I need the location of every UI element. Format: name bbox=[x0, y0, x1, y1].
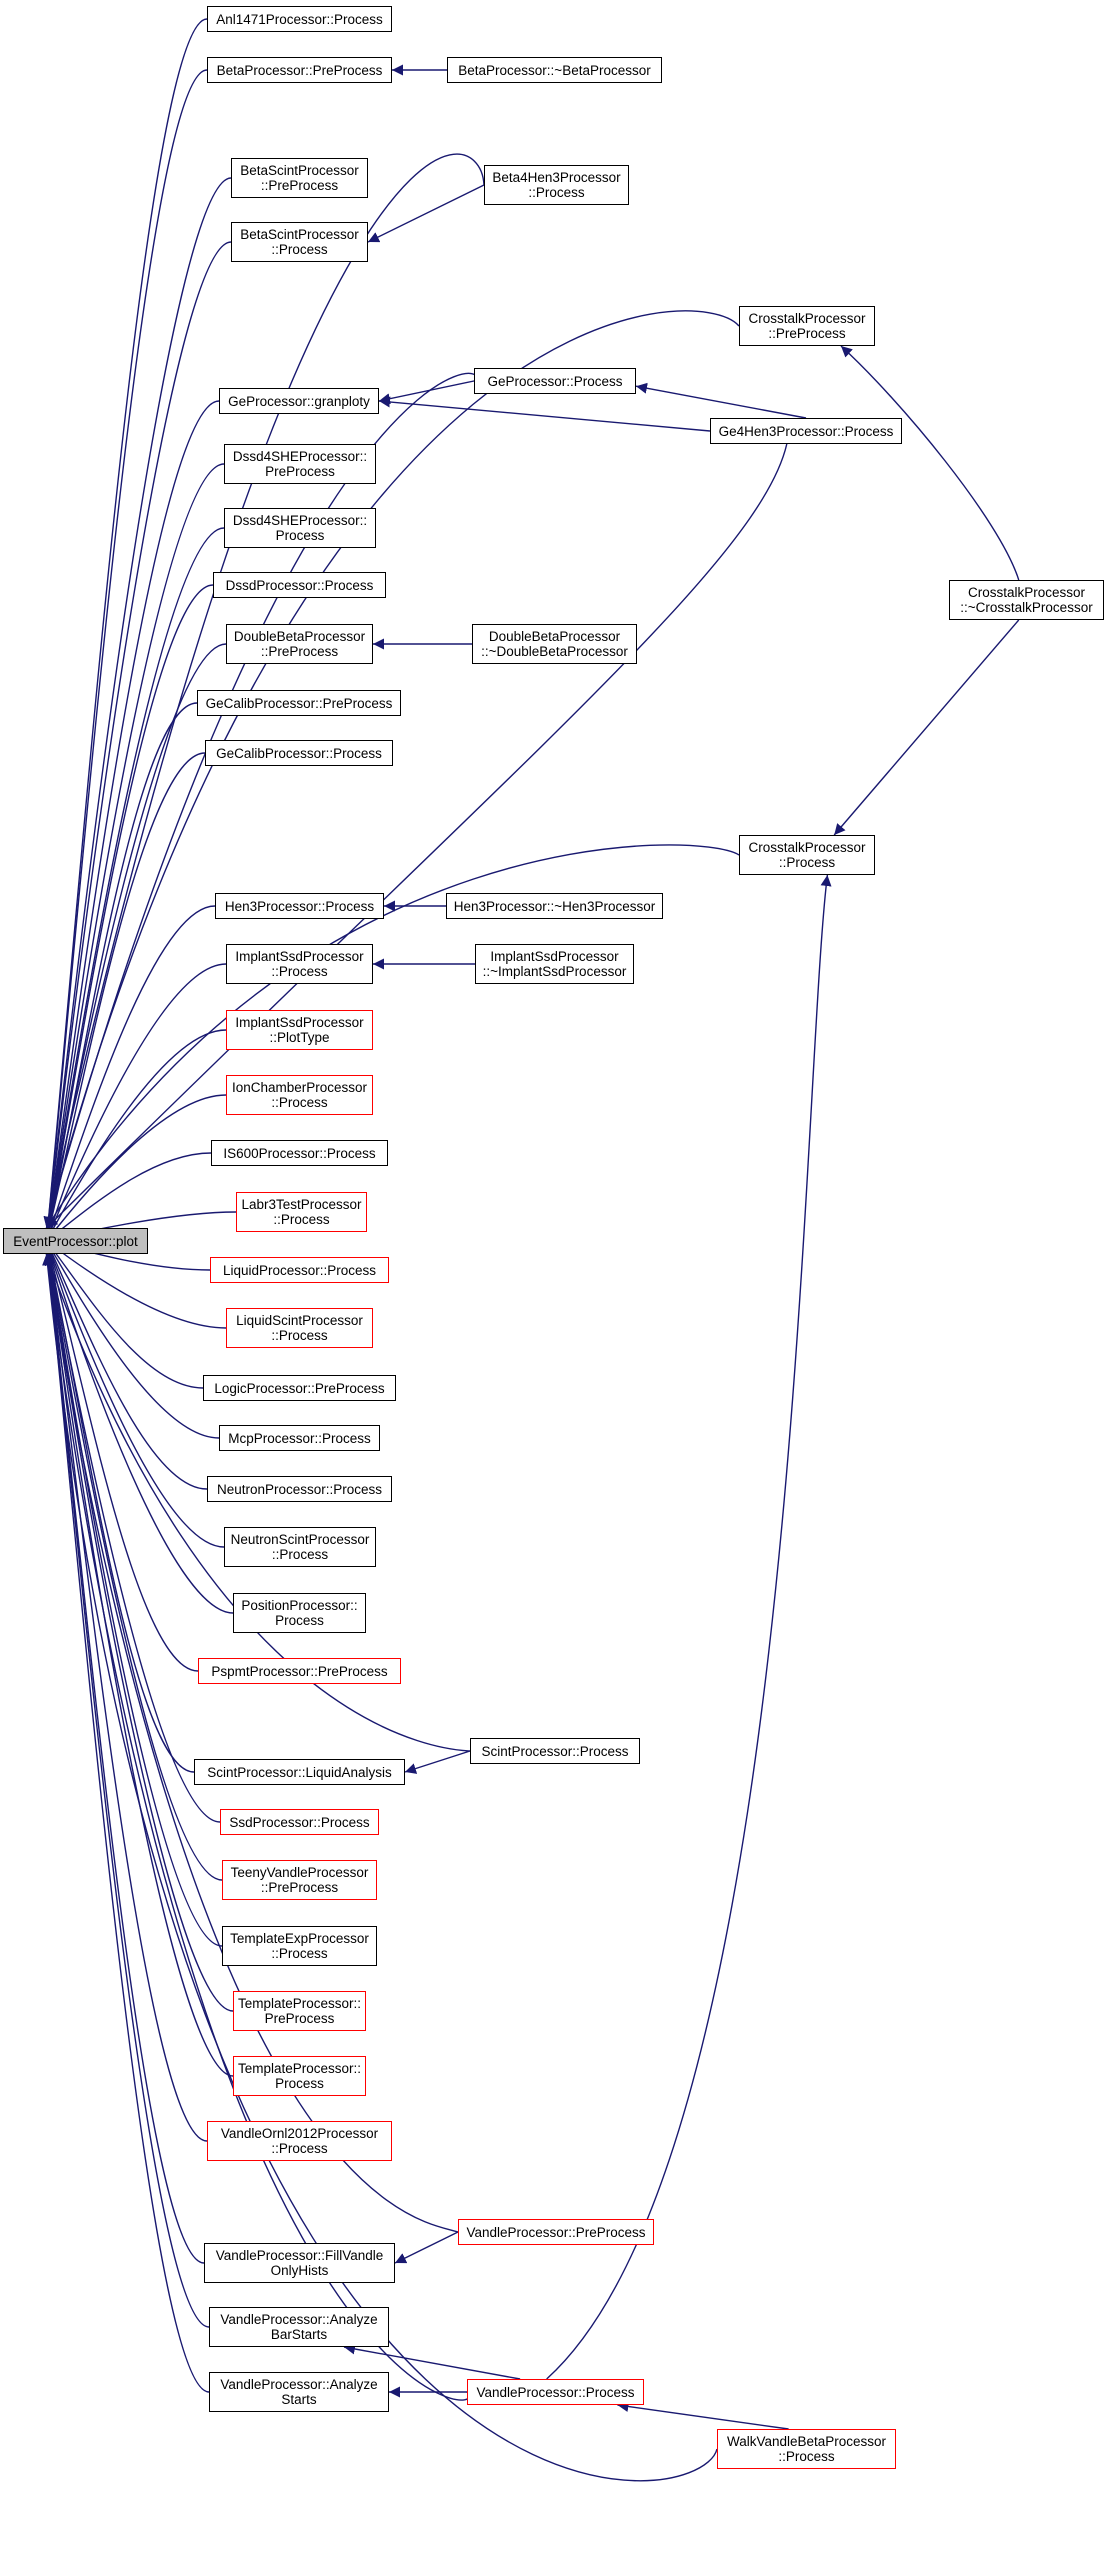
node-betascint-proc[interactable]: BetaScintProcessor ::Process bbox=[231, 222, 368, 262]
node-hen3-proc[interactable]: Hen3Processor::Process bbox=[215, 893, 384, 919]
node-ssd-proc[interactable]: SsdProcessor::Process bbox=[220, 1809, 379, 1835]
node-implant-proc[interactable]: ImplantSsdProcessor ::Process bbox=[226, 944, 373, 984]
edge-mcp-proc-to-root bbox=[45, 1240, 220, 1439]
edge-scint-proc-to-scint-liquid bbox=[404, 1750, 471, 1774]
node-scint-liquid[interactable]: ScintProcessor::LiquidAnalysis bbox=[194, 1759, 405, 1785]
node-scint-proc[interactable]: ScintProcessor::Process bbox=[470, 1738, 640, 1764]
edge-gecalib-proc-to-root bbox=[43, 752, 206, 1242]
edge-scint-proc-to-root bbox=[44, 1253, 471, 1752]
edge-xtalk-proc-to-root bbox=[45, 844, 740, 1229]
edge-betascint-proc-to-root bbox=[42, 241, 232, 1242]
edge-xtalk-pre-to-root bbox=[44, 310, 740, 1229]
node-neutronscint[interactable]: NeutronScintProcessor ::Process bbox=[224, 1527, 376, 1567]
node-ge-proc[interactable]: GeProcessor::Process bbox=[474, 368, 636, 394]
node-beta-pre[interactable]: BetaProcessor::PreProcess bbox=[207, 57, 392, 83]
node-vandle-analyze[interactable]: VandleProcessor::Analyze Starts bbox=[209, 2372, 389, 2412]
node-is600[interactable]: IS600Processor::Process bbox=[211, 1140, 388, 1166]
edge-dssd-proc-to-root bbox=[42, 584, 214, 1242]
node-betascint-pre[interactable]: BetaScintProcessor ::PreProcess bbox=[231, 158, 368, 198]
edge-dssd4she-proc-to-root bbox=[42, 527, 225, 1242]
node-dssd4she-proc[interactable]: Dssd4SHEProcessor:: Process bbox=[224, 508, 376, 548]
node-xtalk-dtor[interactable]: CrosstalkProcessor ::~CrosstalkProcessor bbox=[949, 580, 1104, 620]
edge-ssd-proc-to-root bbox=[43, 1240, 221, 1823]
node-logic-pre[interactable]: LogicProcessor::PreProcess bbox=[203, 1375, 396, 1401]
edge-beta4hen3-to-betascint-proc bbox=[367, 184, 485, 243]
node-liquid-proc[interactable]: LiquidProcessor::Process bbox=[210, 1257, 389, 1283]
edge-neutron-proc-to-root bbox=[45, 1240, 208, 1490]
edge-neutronscint-to-root bbox=[45, 1240, 225, 1548]
node-ionchamber[interactable]: IonChamberProcessor ::Process bbox=[226, 1075, 373, 1115]
edge-implant-proc-to-root bbox=[45, 963, 227, 1242]
edge-xtalk-dtor-to-xtalk-proc bbox=[833, 619, 1020, 836]
node-labr3test[interactable]: Labr3TestProcessor ::Process bbox=[236, 1192, 367, 1232]
edge-ge4hen3-to-ge-proc bbox=[635, 382, 807, 419]
node-template-pre[interactable]: TemplateProcessor:: PreProcess bbox=[233, 1991, 366, 2031]
node-root[interactable]: EventProcessor::plot bbox=[3, 1228, 148, 1254]
node-neutron-proc[interactable]: NeutronProcessor::Process bbox=[207, 1476, 392, 1502]
edge-templateexp-to-root bbox=[42, 1240, 223, 1947]
node-doublebeta-pre[interactable]: DoubleBetaProcessor ::PreProcess bbox=[226, 624, 373, 664]
node-xtalk-pre[interactable]: CrosstalkProcessor ::PreProcess bbox=[739, 306, 875, 346]
edge-vandle-pre-to-root bbox=[42, 1253, 459, 2233]
node-dssd4she-pre[interactable]: Dssd4SHEProcessor:: PreProcess bbox=[224, 444, 376, 484]
edge-pspmt-pre-to-root bbox=[44, 1240, 199, 1672]
edge-vandleornl-to-root bbox=[42, 1240, 208, 2142]
edge-hen3-proc-to-root bbox=[44, 905, 216, 1242]
node-pspmt-pre[interactable]: PspmtProcessor::PreProcess bbox=[198, 1658, 401, 1684]
node-vandle-pre[interactable]: VandleProcessor::PreProcess bbox=[458, 2219, 654, 2245]
edge-beta-pre-to-root bbox=[42, 69, 208, 1242]
edge-ge-granploty-to-root bbox=[42, 400, 220, 1242]
node-liquidscint[interactable]: LiquidScintProcessor ::Process bbox=[226, 1308, 373, 1348]
node-templateexp[interactable]: TemplateExpProcessor ::Process bbox=[222, 1926, 377, 1966]
edge-implant-plottype-to-root bbox=[45, 1029, 227, 1242]
node-xtalk-proc[interactable]: CrosstalkProcessor ::Process bbox=[739, 835, 875, 875]
edge-walkvandle-to-root bbox=[42, 1253, 718, 2482]
node-teenyvandle-pre[interactable]: TeenyVandleProcessor ::PreProcess bbox=[222, 1860, 377, 1900]
node-vandle-analyzebar[interactable]: VandleProcessor::Analyze BarStarts bbox=[209, 2307, 389, 2347]
node-mcp-proc[interactable]: McpProcessor::Process bbox=[219, 1425, 380, 1451]
edge-vandle-proc-to-vandle-analyzebar bbox=[343, 2343, 521, 2380]
node-position-proc[interactable]: PositionProcessor:: Process bbox=[233, 1593, 366, 1633]
edge-vandle-analyze-to-root bbox=[42, 1240, 210, 2393]
node-doublebeta-dtor[interactable]: DoubleBetaProcessor ::~DoubleBetaProcess… bbox=[472, 624, 637, 664]
edge-logic-pre-to-root bbox=[45, 1240, 204, 1389]
edge-ge4hen3-to-ge-granploty bbox=[378, 396, 711, 432]
edge-ionchamber-to-root bbox=[45, 1094, 227, 1242]
edge-dssd4she-pre-to-root bbox=[42, 463, 225, 1242]
edge-vandle-analyzebar-to-root bbox=[42, 1240, 210, 2328]
edge-vandle-pre-to-vandle-fill bbox=[394, 2231, 459, 2264]
node-template-proc[interactable]: TemplateProcessor:: Process bbox=[233, 2056, 366, 2096]
edge-ge-proc-to-ge-granploty bbox=[378, 380, 475, 405]
node-beta-dtor[interactable]: BetaProcessor::~BetaProcessor bbox=[447, 57, 662, 83]
node-vandleornl[interactable]: VandleOrnl2012Processor ::Process bbox=[207, 2121, 392, 2161]
node-hen3-dtor[interactable]: Hen3Processor::~Hen3Processor bbox=[446, 893, 663, 919]
edge-gecalib-pre-to-root bbox=[43, 702, 198, 1242]
node-beta4hen3[interactable]: Beta4Hen3Processor ::Process bbox=[484, 165, 629, 205]
node-implant-plottype[interactable]: ImplantSsdProcessor ::PlotType bbox=[226, 1010, 373, 1050]
node-walkvandle[interactable]: WalkVandleBetaProcessor ::Process bbox=[717, 2429, 896, 2469]
node-gecalib-pre[interactable]: GeCalibProcessor::PreProcess bbox=[197, 690, 401, 716]
node-gecalib-proc[interactable]: GeCalibProcessor::Process bbox=[205, 740, 393, 766]
node-anl1471[interactable]: Anl1471Processor::Process bbox=[207, 6, 392, 32]
node-ge4hen3[interactable]: Ge4Hen3Processor::Process bbox=[710, 418, 902, 444]
edge-xtalk-dtor-to-xtalk-pre bbox=[840, 345, 1020, 581]
node-vandle-proc[interactable]: VandleProcessor::Process bbox=[467, 2379, 644, 2405]
edge-betascint-pre-to-root bbox=[42, 177, 232, 1242]
edge-anl1471-to-root bbox=[42, 18, 208, 1242]
edge-template-proc-to-root bbox=[42, 1240, 234, 2077]
edge-teenyvandle-pre-to-root bbox=[43, 1240, 223, 1881]
node-vandle-fill[interactable]: VandleProcessor::FillVandle OnlyHists bbox=[204, 2243, 395, 2283]
node-ge-granploty[interactable]: GeProcessor::granploty bbox=[219, 388, 379, 414]
edge-walkvandle-to-vandle-proc bbox=[617, 2401, 789, 2430]
node-implant-dtor[interactable]: ImplantSsdProcessor ::~ImplantSsdProcess… bbox=[475, 944, 634, 984]
edge-position-proc-to-root bbox=[44, 1240, 234, 1614]
node-dssd-proc[interactable]: DssdProcessor::Process bbox=[213, 572, 386, 598]
